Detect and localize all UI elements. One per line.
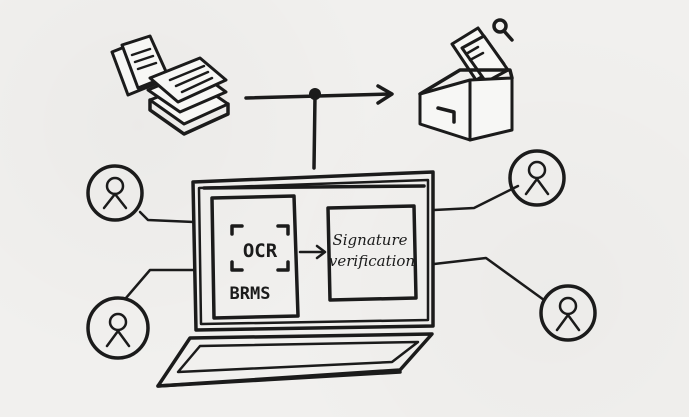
right-module-box: Signature verification: [328, 206, 416, 300]
user-icon: [88, 298, 148, 358]
module-label-brms: BRMS: [230, 284, 271, 304]
document-stack-icon: [112, 36, 228, 134]
user-icon: [541, 286, 595, 340]
module-label-ocr: OCR: [243, 240, 278, 262]
archive-box-search-icon: [420, 20, 512, 140]
user-icon: [88, 166, 142, 220]
user-icon: [510, 151, 564, 205]
flow-arrow: [246, 86, 392, 168]
module-label-signature: Signature: [332, 231, 407, 249]
left-module-box: OCR BRMS: [212, 196, 298, 318]
module-label-verification: verification: [329, 252, 415, 270]
